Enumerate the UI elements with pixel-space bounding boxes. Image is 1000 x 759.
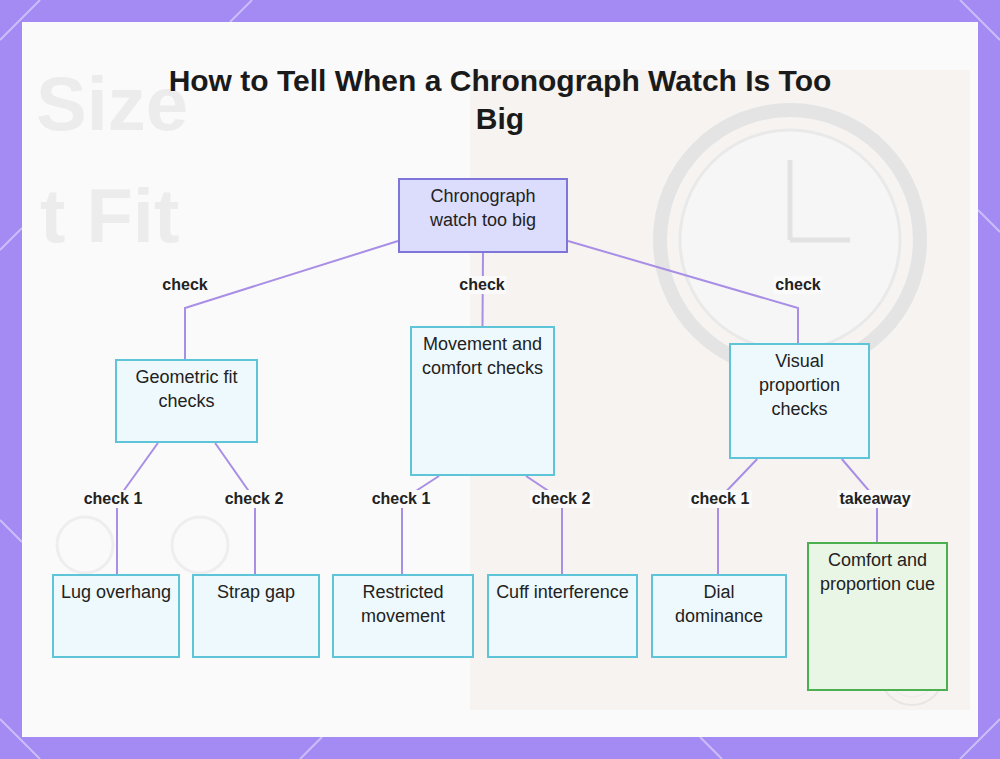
node-text: Dial dominance — [659, 580, 779, 628]
node-text: Movement and comfort checks — [418, 332, 547, 380]
process-box: Dial dominance — [651, 574, 787, 658]
watermark-text: Size — [36, 64, 188, 144]
node-text: Restricted movement — [340, 580, 466, 628]
connector — [215, 443, 255, 574]
connector — [568, 241, 798, 343]
process-box: Movement and comfort checks — [410, 326, 555, 476]
edge-label: check 1 — [82, 490, 145, 508]
process-box: Geometric fit checks — [115, 359, 258, 443]
process-box: Cuff interference — [487, 574, 638, 658]
edge-label: check — [160, 276, 209, 294]
diagram-title: How to Tell When a Chronograph Watch Is … — [150, 62, 850, 138]
connector — [185, 241, 398, 359]
node-text: Comfort and proportion cue — [815, 548, 940, 596]
process-box: Visual proportion checks — [729, 343, 870, 459]
node-text: Visual proportion checks — [737, 349, 862, 421]
process-box: Strap gap — [192, 574, 320, 658]
watermark-text: t Fit — [40, 176, 179, 256]
edge-label: check — [457, 276, 506, 294]
edge-label: check — [773, 276, 822, 294]
node-text: Geometric fit checks — [123, 365, 250, 413]
edge-label: takeaway — [837, 490, 912, 508]
edge-label: check 2 — [530, 490, 593, 508]
connector — [718, 459, 757, 574]
process-box: Comfort and proportion cue — [807, 542, 948, 691]
process-box: Lug overhang — [52, 574, 180, 658]
process-box: Chronograph watch too big — [398, 178, 568, 253]
process-box: Restricted movement — [332, 574, 474, 658]
edge-label: check 1 — [370, 490, 433, 508]
node-text: Lug overhang — [60, 580, 172, 604]
connector — [117, 443, 158, 574]
edge-label: check 1 — [689, 490, 752, 508]
node-text: Cuff interference — [495, 580, 630, 604]
edge-label: check 2 — [223, 490, 286, 508]
node-text: Strap gap — [200, 580, 312, 604]
node-text: Chronograph watch too big — [406, 184, 560, 232]
